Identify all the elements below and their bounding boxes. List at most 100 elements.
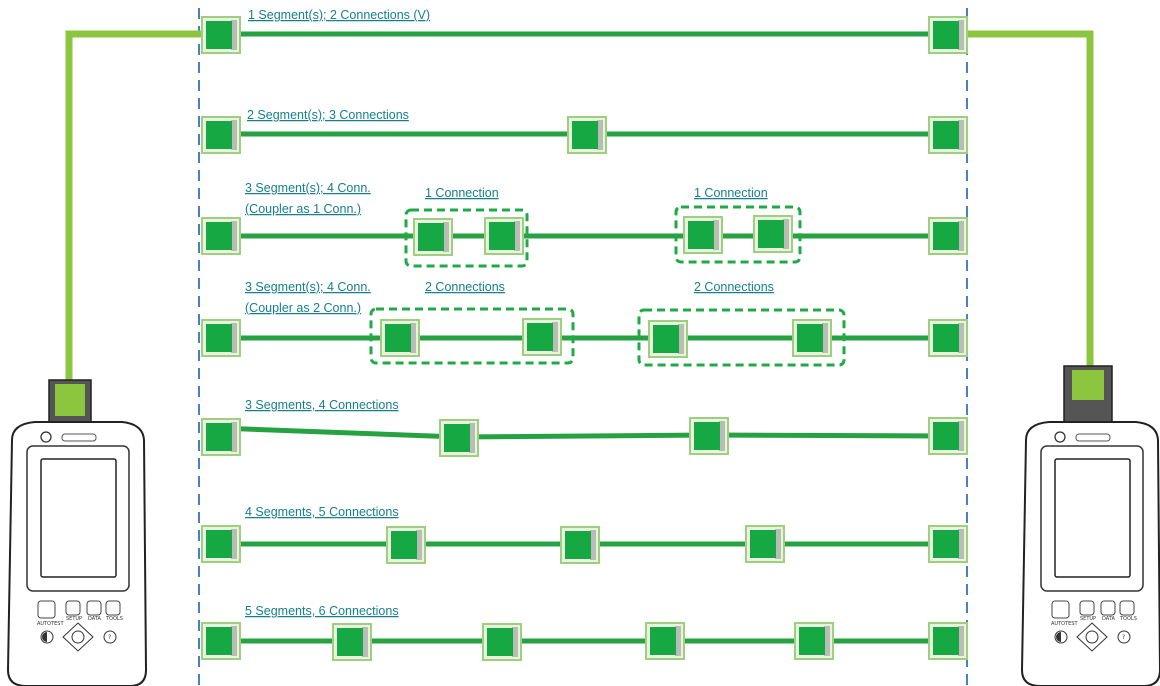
connector-shadow: [231, 221, 237, 251]
connector-shadow: [713, 220, 719, 250]
right-tester-screen: [1054, 458, 1131, 578]
connector-body: [650, 627, 676, 655]
row-3-group-b-label: 1 Connection: [694, 186, 768, 200]
brightness-icon-half: [42, 632, 47, 642]
connector-20: [689, 417, 729, 455]
brightness-icon-half: [1056, 632, 1061, 642]
connector-14: [522, 318, 562, 356]
setup-button[interactable]: [1079, 600, 1095, 616]
setup-button[interactable]: [65, 600, 81, 616]
tools-label: TOOLS: [1119, 616, 1137, 622]
fiber-row-5-seg-2: [457, 432, 710, 440]
connector-body: [206, 222, 232, 250]
connector-12: [201, 319, 241, 357]
connector-3: [201, 116, 241, 154]
connector-shadow: [416, 530, 422, 560]
connector-7: [413, 218, 453, 256]
connector-shadow: [675, 626, 681, 656]
connector-29: [482, 623, 522, 661]
row-4-group-a-label: 2 Connections: [425, 280, 505, 294]
data-button[interactable]: [86, 600, 102, 616]
connector-shadow: [512, 627, 518, 657]
row-4-label-line-2: (Coupler as 2 Conn.): [245, 301, 361, 315]
connector-body: [933, 121, 959, 149]
right-tester-indicator: [1075, 433, 1111, 442]
coupler-boxes: [369, 205, 846, 367]
connector-body: [565, 531, 591, 559]
connector-shadow: [231, 323, 237, 353]
connector-body: [933, 530, 959, 558]
row-6-label: 4 Segments, 5 Connections: [245, 505, 399, 519]
coupler-box-row3-a: [404, 208, 529, 268]
connector-shadow: [514, 221, 520, 251]
connector-body: [750, 530, 776, 558]
setup-label: SETUP: [66, 616, 82, 622]
connector-shadow: [469, 423, 475, 453]
connector-shadow: [231, 120, 237, 150]
connector-shadow: [362, 627, 368, 657]
connector-2: [928, 16, 968, 54]
help-icon[interactable]: [1117, 630, 1131, 644]
left-tester-buttons: AUTOTEST SETUP DATA TOOLS ?: [37, 600, 123, 652]
right-tester-buttons: AUTOTEST SETUP DATA TOOLS ?: [1051, 600, 1137, 652]
row-5-label: 3 Segments, 4 Connections: [245, 398, 399, 412]
connector-shadow: [822, 323, 828, 353]
connector-24: [560, 526, 600, 564]
connector-body: [572, 121, 598, 149]
tools-button[interactable]: [1119, 600, 1135, 616]
autotest-button[interactable]: [1051, 600, 1070, 619]
connector-shadow: [597, 120, 603, 150]
connector-body: [933, 627, 959, 655]
connector-body: [206, 627, 232, 655]
help-icon-glyph: ?: [108, 634, 111, 641]
connector-body: [797, 324, 823, 352]
connector-body: [933, 222, 959, 250]
connectors: [201, 16, 968, 661]
connector-body: [758, 220, 784, 248]
connector-15: [648, 320, 688, 358]
row-2-label: 2 Segment(s); 3 Connections: [247, 108, 409, 122]
left-tester-screen: [40, 458, 117, 578]
row-7-label: 5 Segments, 6 Connections: [245, 604, 399, 618]
connector-shadow: [443, 222, 449, 252]
data-label: DATA: [88, 616, 101, 622]
connector-shadow: [410, 323, 416, 353]
connector-body: [933, 422, 959, 450]
connector-body: [206, 324, 232, 352]
connector-9: [683, 216, 723, 254]
help-icon[interactable]: [103, 630, 117, 644]
connector-31: [794, 622, 834, 660]
connector-shadow: [958, 626, 964, 656]
connector-body: [653, 325, 679, 353]
coupler-box-row4-b: [637, 308, 846, 367]
connector-26: [928, 525, 968, 563]
connector-shadow: [958, 20, 964, 50]
connector-shadow: [824, 626, 830, 656]
connector-body: [688, 221, 714, 249]
data-label: DATA: [1102, 616, 1115, 622]
connector-shadow: [958, 529, 964, 559]
connector-body: [206, 423, 232, 451]
left-tester-indicator: [61, 433, 97, 442]
connector-27: [201, 622, 241, 660]
connector-17: [928, 319, 968, 357]
connector-body: [487, 628, 513, 656]
connector-shadow: [719, 421, 725, 451]
connector-body: [206, 121, 232, 149]
connector-shadow: [231, 422, 237, 452]
data-button[interactable]: [1100, 600, 1116, 616]
right-tester-plug: [1072, 370, 1104, 400]
connector-body: [337, 628, 363, 656]
autotest-button[interactable]: [37, 600, 56, 619]
power-icon[interactable]: [40, 431, 52, 443]
dpad-center[interactable]: [71, 630, 85, 644]
right-test-cord: [964, 30, 1094, 372]
connector-23: [386, 526, 426, 564]
tools-label: TOOLS: [105, 616, 123, 622]
tools-button[interactable]: [105, 600, 121, 616]
dpad-center[interactable]: [1085, 630, 1099, 644]
power-icon[interactable]: [1054, 431, 1066, 443]
connector-shadow: [958, 323, 964, 353]
